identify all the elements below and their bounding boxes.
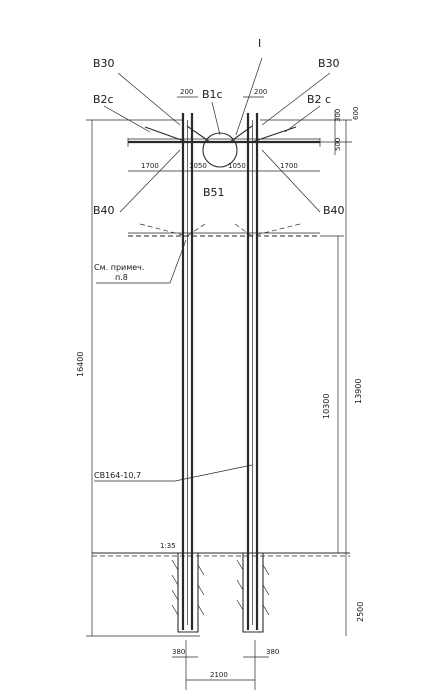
dim-burial-depth: 2500 xyxy=(356,602,365,622)
dim-foot-right: 380 xyxy=(266,648,279,656)
dim-arm-inner-left: 1050 xyxy=(189,162,207,170)
footing-pit-left xyxy=(171,553,205,633)
label-brace-top-right: B30 xyxy=(318,57,340,70)
dim-foot-left: 380 xyxy=(172,648,185,656)
dimension-lines xyxy=(86,96,352,690)
label-crossarm-left: B2c xyxy=(93,93,114,106)
dim-slope: 1:35 xyxy=(160,542,176,550)
dim-lower-height: 10300 xyxy=(322,394,331,419)
pole-left xyxy=(181,113,194,630)
dim-arm-inner-right: 1050 xyxy=(228,162,246,170)
pole-right xyxy=(246,113,259,630)
label-brace-top-left: B30 xyxy=(93,57,115,70)
footing-pit-right xyxy=(236,553,270,633)
dim-above-ground: 13900 xyxy=(354,379,363,404)
dim-small-top: 300 xyxy=(334,109,342,122)
dim-spacing-top-right: 200 xyxy=(254,88,267,96)
dim-small-side: 500 xyxy=(334,138,342,151)
label-note: См. примеч. xyxy=(94,263,144,272)
label-note-item: п.8 xyxy=(115,273,128,282)
ground-line xyxy=(92,552,350,557)
dim-total-height: 16400 xyxy=(76,352,85,377)
label-section-mark: I xyxy=(258,37,261,50)
label-lower-left: B40 xyxy=(93,204,115,217)
dim-arm-right: 1700 xyxy=(280,162,298,170)
label-bracket-center: B1c xyxy=(202,88,223,101)
label-clamp-center: B51 xyxy=(203,186,225,199)
detail-circle-I xyxy=(202,132,238,168)
top-crossarm xyxy=(127,125,321,147)
label-pole-type: СВ164-10,7 xyxy=(94,471,141,480)
dim-arm-left: 1700 xyxy=(141,162,159,170)
dim-spacing-top-left: 200 xyxy=(180,88,193,96)
dim-top-offset: 600 xyxy=(352,107,360,120)
lower-crossarm xyxy=(128,223,320,237)
label-crossarm-right: B2 c xyxy=(307,93,331,106)
label-lower-right: B40 xyxy=(323,204,345,217)
leader-lines xyxy=(94,57,331,482)
dim-base-span: 2100 xyxy=(210,671,228,679)
